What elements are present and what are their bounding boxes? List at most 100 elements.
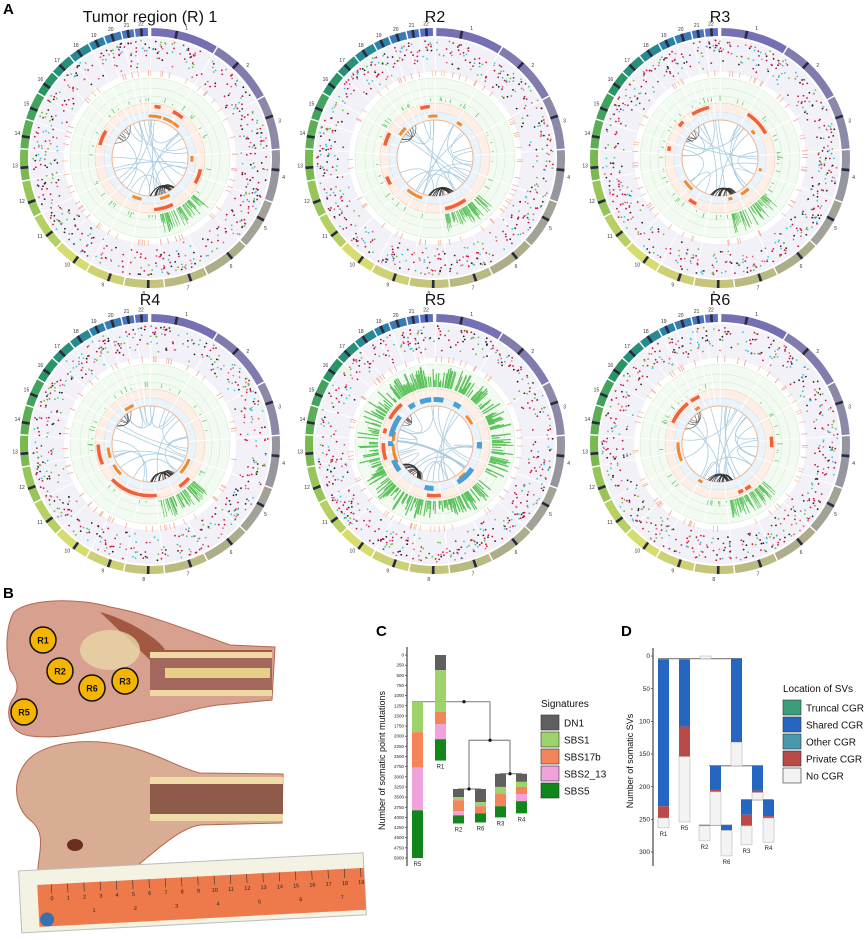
- mutation-point: [529, 144, 531, 146]
- mutation-point: [241, 108, 243, 110]
- mutation-point: [119, 352, 121, 354]
- mutation-point: [409, 348, 411, 350]
- mutation-point: [380, 343, 382, 345]
- chromosome-label: 6: [515, 550, 518, 556]
- mutation-point: [237, 108, 239, 110]
- mutation-point: [356, 78, 358, 80]
- mutation-point: [99, 340, 101, 342]
- mutation-point: [54, 390, 56, 392]
- mutation-point: [43, 400, 45, 402]
- mutation-point: [463, 52, 465, 54]
- mutation-point: [256, 122, 258, 124]
- mutation-point: [70, 73, 72, 75]
- mutation-point: [776, 534, 778, 536]
- mutation-point: [521, 514, 523, 516]
- mutation-point: [659, 350, 661, 352]
- mutation-point: [56, 146, 58, 148]
- mutation-point: [48, 132, 50, 134]
- mutation-point: [253, 198, 255, 200]
- mutation-point: [767, 259, 769, 261]
- mutation-point: [816, 223, 818, 225]
- mutation-point: [517, 234, 519, 236]
- mutation-point: [795, 72, 797, 74]
- mutation-point: [52, 129, 54, 131]
- mutation-point: [457, 46, 459, 48]
- mutation-point: [752, 68, 754, 70]
- mutation-point: [325, 149, 327, 151]
- mutation-point: [502, 77, 504, 79]
- mutation-point: [196, 74, 198, 76]
- mutation-point: [776, 79, 778, 81]
- mutation-point: [630, 212, 632, 214]
- mutation-point: [58, 179, 60, 181]
- mutation-point: [827, 172, 829, 174]
- mutation-point: [458, 49, 460, 51]
- mutation-point: [817, 214, 819, 216]
- mutation-point: [432, 274, 434, 276]
- mutation-point: [496, 240, 498, 242]
- mutation-point: [788, 77, 790, 79]
- mutation-point: [66, 104, 68, 106]
- mutation-point: [251, 416, 253, 418]
- mutation-point: [790, 226, 792, 228]
- circos-title: Tumor region (R) 1: [83, 9, 218, 26]
- mutation-point: [713, 274, 715, 276]
- mutation-point: [825, 183, 827, 185]
- mutation-point: [635, 389, 637, 391]
- mutation-point: [727, 331, 729, 333]
- chromosome-label: 10: [635, 263, 641, 269]
- mutation-point: [230, 75, 232, 77]
- mutation-point: [82, 367, 84, 369]
- mutation-point: [266, 145, 268, 147]
- mutation-point: [235, 83, 237, 85]
- mutation-point: [372, 80, 374, 82]
- mutation-point: [400, 346, 402, 348]
- mutation-point: [670, 252, 672, 254]
- mutation-point: [105, 59, 107, 61]
- mutation-point: [627, 219, 629, 221]
- mutation-point: [449, 41, 451, 43]
- mutation-point: [346, 81, 348, 83]
- mutation-point: [64, 100, 66, 102]
- mutation-point: [464, 339, 466, 341]
- mutation-point: [819, 127, 821, 129]
- mutation-point: [396, 256, 398, 258]
- mutation-point: [658, 228, 660, 230]
- mutation-point: [235, 508, 237, 510]
- mutation-point: [223, 365, 225, 367]
- mutation-point: [58, 420, 60, 422]
- mutation-point: [103, 531, 105, 533]
- mutation-point: [248, 384, 250, 386]
- mutation-point: [320, 423, 322, 425]
- mutation-point: [527, 376, 529, 378]
- mutation-point: [644, 360, 646, 362]
- mutation-point: [652, 366, 654, 368]
- mutation-point: [392, 537, 394, 539]
- mutation-point: [228, 94, 230, 96]
- mutation-point: [433, 340, 435, 342]
- mutation-point: [786, 227, 788, 229]
- mutation-point: [136, 251, 138, 253]
- mutation-point: [622, 103, 624, 105]
- mutation-point: [822, 393, 824, 395]
- mutation-point: [119, 46, 121, 48]
- mutation-point: [374, 57, 376, 59]
- mutation-point: [401, 537, 403, 539]
- mutation-point: [231, 382, 233, 384]
- mutation-point: [610, 162, 612, 164]
- mutation-point: [751, 352, 753, 354]
- chromosome-label: 1: [185, 312, 188, 318]
- chromosome-label: 15: [594, 388, 600, 394]
- mutation-point: [493, 64, 495, 66]
- mutation-point: [530, 141, 532, 143]
- mutation-point: [748, 58, 750, 60]
- mutation-point: [201, 73, 203, 75]
- mutation-point: [44, 183, 46, 185]
- mutation-point: [486, 337, 488, 339]
- mutation-point: [635, 487, 637, 489]
- mutation-point: [399, 242, 401, 244]
- mutation-point: [390, 533, 392, 535]
- circos-plot-1: Tumor region (R) 11234567891011121314151…: [12, 9, 285, 297]
- mutation-point: [210, 523, 212, 525]
- mutation-point: [779, 539, 781, 541]
